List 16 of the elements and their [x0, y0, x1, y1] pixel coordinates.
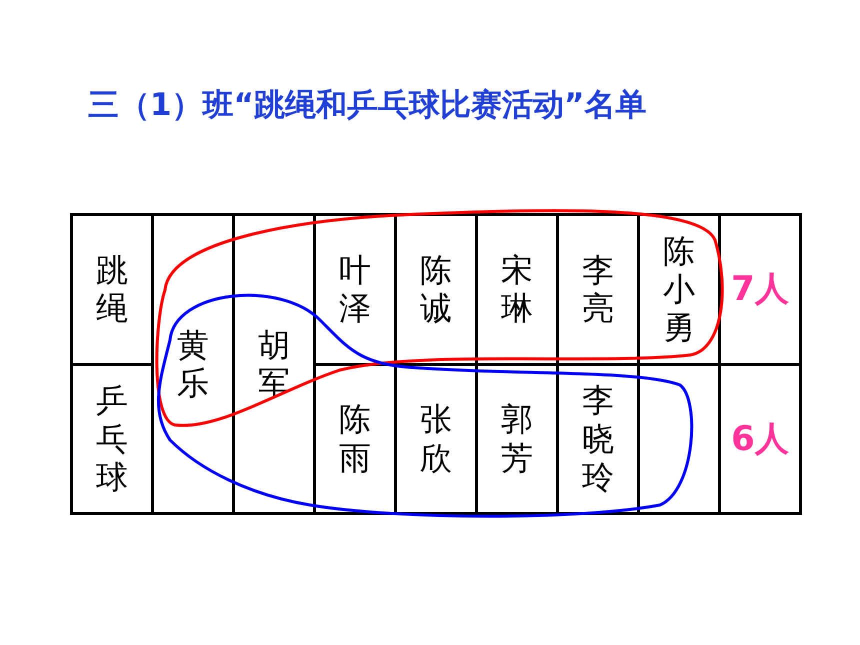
student-name: 陈雨 — [338, 400, 372, 478]
title: 三（1）班“跳绳和乒乓球比赛活动”名单 — [88, 86, 646, 125]
student-name: 黄乐 — [176, 326, 210, 402]
student-name: 李亮 — [581, 250, 615, 328]
student-name: 陈诚 — [419, 250, 453, 328]
student-name: 胡军 — [257, 326, 291, 402]
count-label: 7人 — [731, 268, 789, 312]
student-name: 李晓玲 — [581, 381, 615, 496]
count-label: 6人 — [731, 418, 789, 461]
student-name: 郭芳 — [500, 400, 534, 478]
student-name: 张欣 — [419, 400, 453, 478]
row-header: 乒乓球 — [95, 381, 129, 496]
student-name: 陈小勇 — [662, 232, 696, 347]
row-header: 跳绳 — [95, 250, 129, 328]
student-name: 宋琳 — [500, 250, 534, 328]
student-name: 叶泽 — [338, 250, 372, 328]
